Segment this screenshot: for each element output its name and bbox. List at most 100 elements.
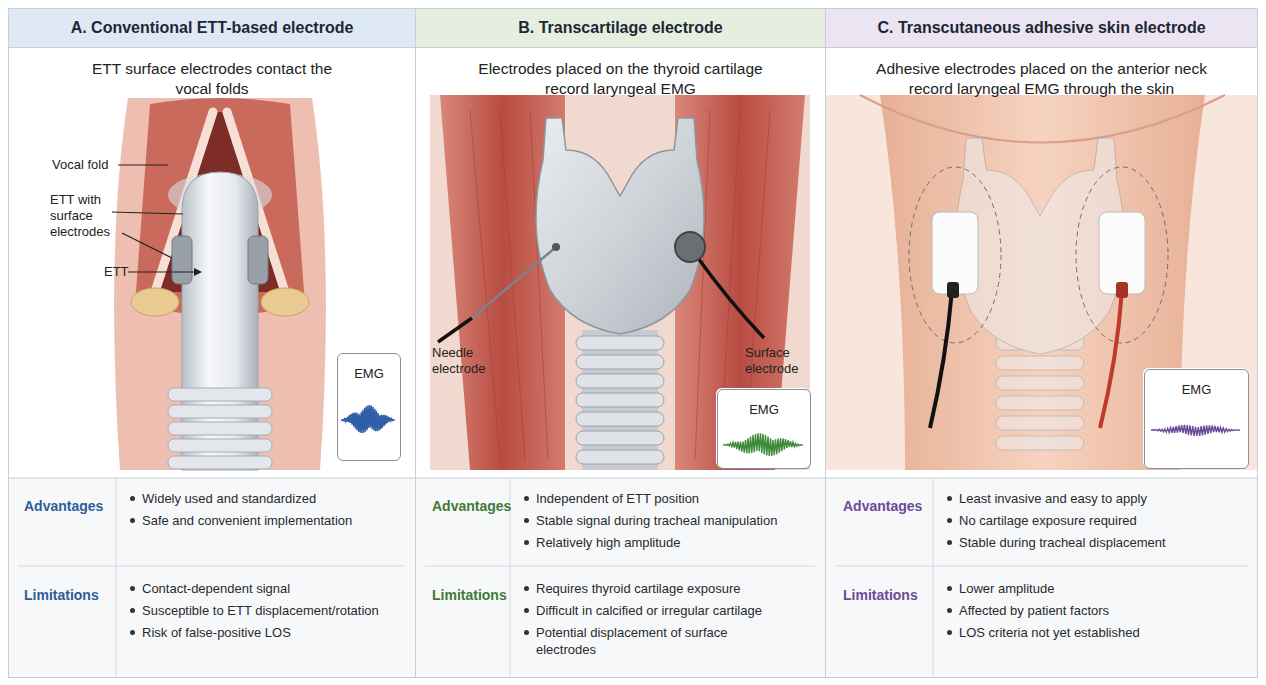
signal-label: EMG (718, 402, 810, 417)
neck-skin-illustration-part (1099, 212, 1145, 294)
leader-lines-part (118, 164, 168, 165)
method-panel: B. Transcartilage electrodeElectrodes pl… (415, 8, 826, 678)
emg-box-background-part (716, 388, 810, 468)
larynx-ett-illustration-part (168, 456, 272, 469)
table-cell: Risk of false-positive LOS (128, 624, 408, 641)
cartilage-illustration-part (438, 318, 472, 342)
cartilage-illustration-part (576, 355, 664, 369)
cartilage-illustration-part (698, 258, 764, 338)
table-area-part (116, 478, 117, 678)
panel-subtitle: Adhesive electrodes placed on the anteri… (862, 59, 1222, 99)
neck-skin-illustration-part-part (996, 356, 1084, 370)
row-heading: Limitations (432, 587, 522, 603)
larynx-ett-illustration-part (131, 288, 179, 316)
neck-skin-illustration-part (909, 167, 1001, 343)
table-cell: Relatively high amplitude (522, 534, 817, 551)
panel-subtitle: Electrodes placed on the thyroid cartila… (461, 59, 781, 99)
table-area-part (933, 478, 934, 678)
emg-waveform (1151, 425, 1240, 436)
part-label: Surface electrode (745, 345, 817, 377)
table-cell: Stable signal during tracheal manipulati… (522, 512, 817, 529)
larynx-ett-illustration-part (248, 236, 268, 284)
larynx-ett-illustration-part (114, 98, 326, 470)
emg-box-background-part (1143, 368, 1248, 468)
part-label: Vocal fold (52, 157, 122, 173)
signal-label: EMG (1145, 382, 1248, 397)
cartilage-illustration-part (675, 232, 705, 262)
leader-lines (112, 165, 202, 276)
neck-skin-illustration-part (826, 95, 1257, 470)
larynx-ett-illustration-part (168, 405, 272, 418)
cartilage-illustration-part (576, 393, 664, 407)
emg-box: EMG (717, 389, 811, 469)
larynx-ett-illustration-part (172, 236, 192, 284)
cartilage-illustration-part (536, 118, 704, 334)
neck-skin-illustration-part-part (996, 416, 1084, 430)
part-label: ETT with surface electrodes (50, 192, 116, 240)
table-cell: Affected by patient factors (945, 602, 1250, 619)
table-cell: Requires thyroid cartilage exposure (522, 580, 817, 597)
table-cell: Widely used and standardized (128, 490, 403, 507)
neck-skin-illustration-part (930, 290, 952, 428)
neck-skin-illustration-part-part (996, 436, 1084, 450)
cartilage-illustration-part (472, 247, 556, 318)
larynx-ett-illustration-part (261, 288, 309, 316)
cartilage-illustration-part (430, 95, 810, 470)
cartilage-illustration (430, 95, 810, 470)
larynx-ett-illustration-part (168, 388, 272, 401)
neck-skin-illustration-part-part (996, 396, 1084, 410)
part-label: Needle electrode (432, 345, 504, 377)
table-cell: Difficult in calcified or irregular cart… (522, 602, 817, 619)
row-heading: Advantages (24, 498, 114, 514)
part-label: ETT (104, 264, 134, 280)
cartilage-illustration-part (576, 336, 664, 350)
row-heading: Advantages (843, 498, 933, 514)
cartilage-illustration-part (576, 450, 664, 464)
table-cell: Contact-dependent signal (128, 580, 408, 597)
leader-lines-part (122, 233, 172, 258)
neck-skin-illustration-part (956, 138, 1124, 450)
cartilage-illustration-part (576, 431, 664, 445)
emg-box-background-part (336, 352, 400, 460)
table-area-part (8, 478, 1258, 678)
row-heading: Limitations (24, 587, 114, 603)
table-cell: Stable during tracheal displacement (945, 534, 1250, 551)
neck-skin-illustration-part (1100, 290, 1122, 428)
panel-subtitle: ETT surface electrodes contact the vocal… (87, 59, 337, 99)
larynx-ett-illustration-part (168, 439, 272, 452)
leader-lines-part (128, 271, 196, 272)
table-area-part (425, 566, 815, 567)
table-area (8, 478, 1258, 678)
neck-skin-illustration-part (1116, 282, 1128, 298)
table-cell: Potential displacement of surface electr… (522, 624, 782, 658)
table-area-part (835, 566, 1248, 567)
neck-skin-illustration-part-part (996, 376, 1084, 390)
cartilage-illustration-part (576, 412, 664, 426)
emg-box: EMG (1144, 369, 1249, 469)
emg-box: EMG (337, 353, 401, 461)
panel-heading: A. Conventional ETT-based electrode (9, 9, 415, 48)
neck-skin-illustration (826, 95, 1257, 470)
table-cell: Lower amplitude (945, 580, 1250, 597)
row-heading: Advantages (432, 498, 522, 514)
method-panel: A. Conventional ETT-based electrodeETT s… (8, 8, 416, 678)
cartilage-illustration-part (552, 243, 560, 251)
emg-waveform (341, 405, 395, 433)
table-cell: Least invasive and easy to apply (945, 490, 1250, 507)
table-cell: No cartilage exposure required (945, 512, 1250, 529)
row-heading: Limitations (843, 587, 933, 603)
table-area-part (18, 566, 405, 567)
table-area-part (8, 478, 1258, 479)
panel-heading: C. Transcutaneous adhesive skin electrod… (826, 9, 1257, 48)
neck-skin-illustration-part (947, 282, 959, 298)
emg-waveform (723, 433, 803, 456)
signal-label: EMG (338, 366, 400, 381)
neck-skin-illustration-part (1076, 167, 1168, 343)
leader-lines-part (112, 212, 183, 214)
table-cell: Safe and convenient implementation (128, 512, 403, 529)
larynx-ett-illustration-part (168, 422, 272, 435)
table-cell: Independent of ETT position (522, 490, 817, 507)
panel-heading: B. Transcartilage electrode (416, 9, 825, 48)
method-panel: C. Transcutaneous adhesive skin electrod… (825, 8, 1258, 678)
